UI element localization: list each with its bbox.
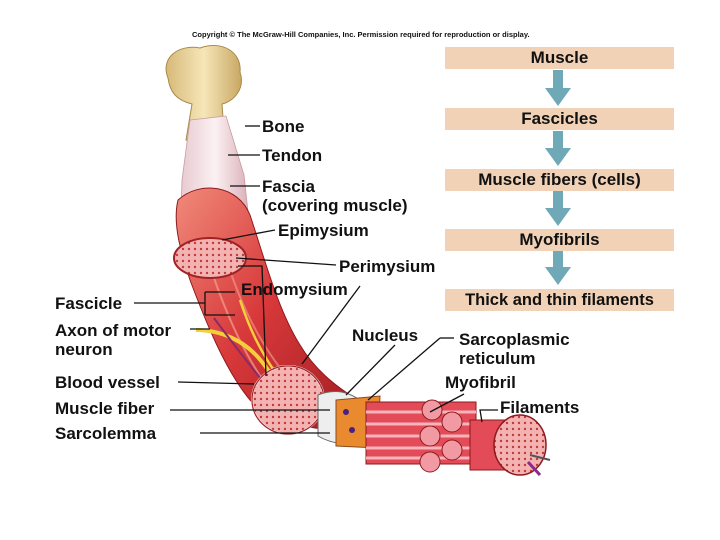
label-axon-line2: neuron <box>55 340 113 359</box>
copyright-notice: Copyright © The McGraw-Hill Companies, I… <box>192 30 530 39</box>
hierarchy-box-muscle-fibers: Muscle fibers (cells) <box>445 169 674 191</box>
label-perimysium: Perimysium <box>339 257 436 276</box>
label-nucleus: Nucleus <box>352 326 419 345</box>
label-sarcolemma: Sarcolemma <box>55 424 157 443</box>
label-blood-vessel: Blood vessel <box>55 373 160 392</box>
arrow-down-icon <box>545 251 571 285</box>
hierarchy-box-filaments: Thick and thin filaments <box>445 289 674 311</box>
single-myofibril <box>469 414 547 476</box>
myofibril-bundle <box>365 399 477 473</box>
hierarchy-box-myofibrils: Myofibrils <box>445 229 674 251</box>
label-bone: Bone <box>262 117 305 136</box>
hierarchy-box-fascicles: Fascicles <box>445 108 674 130</box>
fascicle-cross-section <box>251 365 325 435</box>
muscle-cross-section <box>173 237 247 279</box>
label-epimysium: Epimysium <box>278 221 369 240</box>
label-myofibril: Myofibril <box>445 373 516 392</box>
label-endomysium: Endomysium <box>241 280 348 299</box>
label-filaments: Filaments <box>500 398 580 417</box>
flow-arrows <box>545 70 571 285</box>
label-fascicle: Fascicle <box>55 294 123 313</box>
arrow-down-icon <box>545 191 571 226</box>
label-tendon: Tendon <box>262 146 323 165</box>
leader-lines <box>134 125 498 434</box>
arrow-down-icon <box>545 131 571 166</box>
label-axon-line1: Axon of motor <box>55 321 172 340</box>
arrow-down-icon <box>545 70 571 106</box>
label-fascia: Fascia <box>262 177 315 196</box>
label-fascia-sub: (covering muscle) <box>262 196 408 215</box>
filaments-shape <box>526 454 551 477</box>
label-sarcoplasmic-line2: reticulum <box>459 349 536 368</box>
hierarchy-box-muscle: Muscle <box>445 47 674 69</box>
label-muscle-fiber: Muscle fiber <box>55 399 155 418</box>
label-sarcoplasmic-line1: Sarcoplasmic <box>459 330 570 349</box>
